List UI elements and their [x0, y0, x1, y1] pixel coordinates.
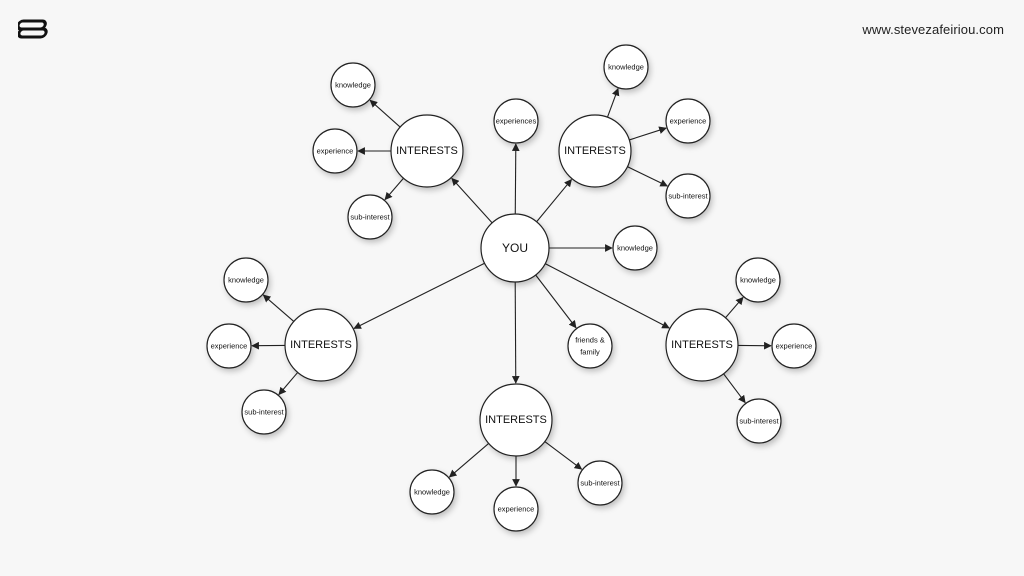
node-label: experience [317, 147, 354, 156]
node-circle [665, 308, 739, 382]
node-circle [330, 62, 376, 108]
edge-int_tr-to-tr_exp [629, 126, 667, 141]
edge-int_r-to-r_know [725, 296, 744, 319]
node-l_exp: experience [206, 323, 252, 369]
node-tr_exp: experience [665, 98, 711, 144]
node-circle [558, 114, 632, 188]
node-circle [603, 44, 649, 90]
node-circle [736, 398, 782, 444]
node-tl_know: knowledge [330, 62, 376, 108]
node-label: INTERESTS [564, 145, 626, 157]
node-label: sub-interest [244, 408, 284, 417]
node-label: INTERESTS [396, 145, 458, 157]
node-int_tl: INTERESTS [390, 114, 464, 188]
edge-int_b-to-b_sub [544, 441, 583, 470]
edge-int_r-to-r_sub [723, 373, 746, 404]
edge-int_l-to-l_sub [278, 372, 299, 396]
node-friends: friends & family [567, 323, 613, 369]
node-circle [479, 383, 553, 457]
node-label: knowledge [740, 276, 776, 285]
node-b_sub: sub-interest [577, 460, 623, 506]
node-b_know: knowledge [409, 469, 455, 515]
node-circle [241, 389, 287, 435]
edge-you-to-int_l [353, 262, 485, 329]
node-int_l: INTERESTS [284, 308, 358, 382]
node-tr_know: knowledge [603, 44, 649, 90]
node-knowledge_c: knowledge [612, 225, 658, 271]
node-r_sub: sub-interest [736, 398, 782, 444]
edge-int_tr-to-tr_sub [627, 166, 668, 187]
node-circle [206, 323, 252, 369]
node-circle [223, 257, 269, 303]
node-r_know: knowledge [735, 257, 781, 303]
node-label: knowledge [228, 276, 264, 285]
node-label: experiences [496, 117, 537, 126]
node-circle [347, 194, 393, 240]
node-int_r: INTERESTS [665, 308, 739, 382]
edge-int_tl-to-tl_know [369, 99, 401, 128]
edge-you-to-int_tl [451, 177, 493, 224]
logo-icon [18, 19, 48, 39]
node-label: sub-interest [668, 192, 708, 201]
node-circle [390, 114, 464, 188]
edge-you-to-int_b [511, 281, 520, 384]
node-label: INTERESTS [671, 339, 733, 351]
edge-you-to-int_r [544, 263, 670, 329]
node-int_tr: INTERESTS [558, 114, 632, 188]
node-label: INTERESTS [290, 339, 352, 351]
node-tl_exp: experience [312, 128, 358, 174]
node-you: YOU [480, 213, 550, 283]
edge-you-to-friends [535, 274, 577, 329]
node-circle [493, 98, 539, 144]
node-tl_sub: sub-interest [347, 194, 393, 240]
site-url[interactable]: www.stevezafeiriou.com [862, 22, 1004, 37]
node-circle [612, 225, 658, 271]
node-circle [735, 257, 781, 303]
edge-int_l-to-l_know [262, 294, 295, 322]
node-label: INTERESTS [485, 414, 547, 426]
node-label: experience [776, 342, 813, 351]
node-circle [480, 213, 550, 283]
node-circle [312, 128, 358, 174]
node-tr_sub: sub-interest [665, 173, 711, 219]
node-label: sub-interest [739, 417, 779, 426]
node-label: sub-interest [350, 213, 390, 222]
node-experiences: experiences [493, 98, 539, 144]
node-circle [493, 486, 539, 532]
node-label: knowledge [608, 63, 644, 72]
edge-int_b-to-b_know [448, 443, 490, 478]
node-circle [665, 98, 711, 144]
edge-int_tl-to-tl_sub [384, 177, 404, 201]
nodes-layer: YOU INTERESTS INTERESTS INTERESTS INTERESTS I… [206, 44, 817, 532]
node-r_exp: experience [771, 323, 817, 369]
node-label: experience [498, 505, 535, 514]
node-label: sub-interest [580, 479, 620, 488]
node-int_b: INTERESTS [479, 383, 553, 457]
node-circle [409, 469, 455, 515]
node-b_exp: experience [493, 486, 539, 532]
edge-you-to-experiences [511, 143, 520, 215]
node-label: friends & [575, 336, 605, 345]
node-l_know: knowledge [223, 257, 269, 303]
node-label: family [580, 347, 600, 356]
node-circle [567, 323, 613, 369]
edge-you-to-int_tr [536, 178, 572, 223]
node-label: YOU [502, 241, 528, 255]
node-label: experience [211, 342, 248, 351]
node-circle [577, 460, 623, 506]
node-circle [771, 323, 817, 369]
edge-int_tr-to-tr_know [606, 87, 620, 118]
node-label: knowledge [335, 81, 371, 90]
edges-layer [251, 87, 772, 487]
node-circle [665, 173, 711, 219]
node-label: experience [670, 117, 707, 126]
node-label: knowledge [414, 488, 450, 497]
node-circle [284, 308, 358, 382]
node-l_sub: sub-interest [241, 389, 287, 435]
node-label: knowledge [617, 244, 653, 253]
